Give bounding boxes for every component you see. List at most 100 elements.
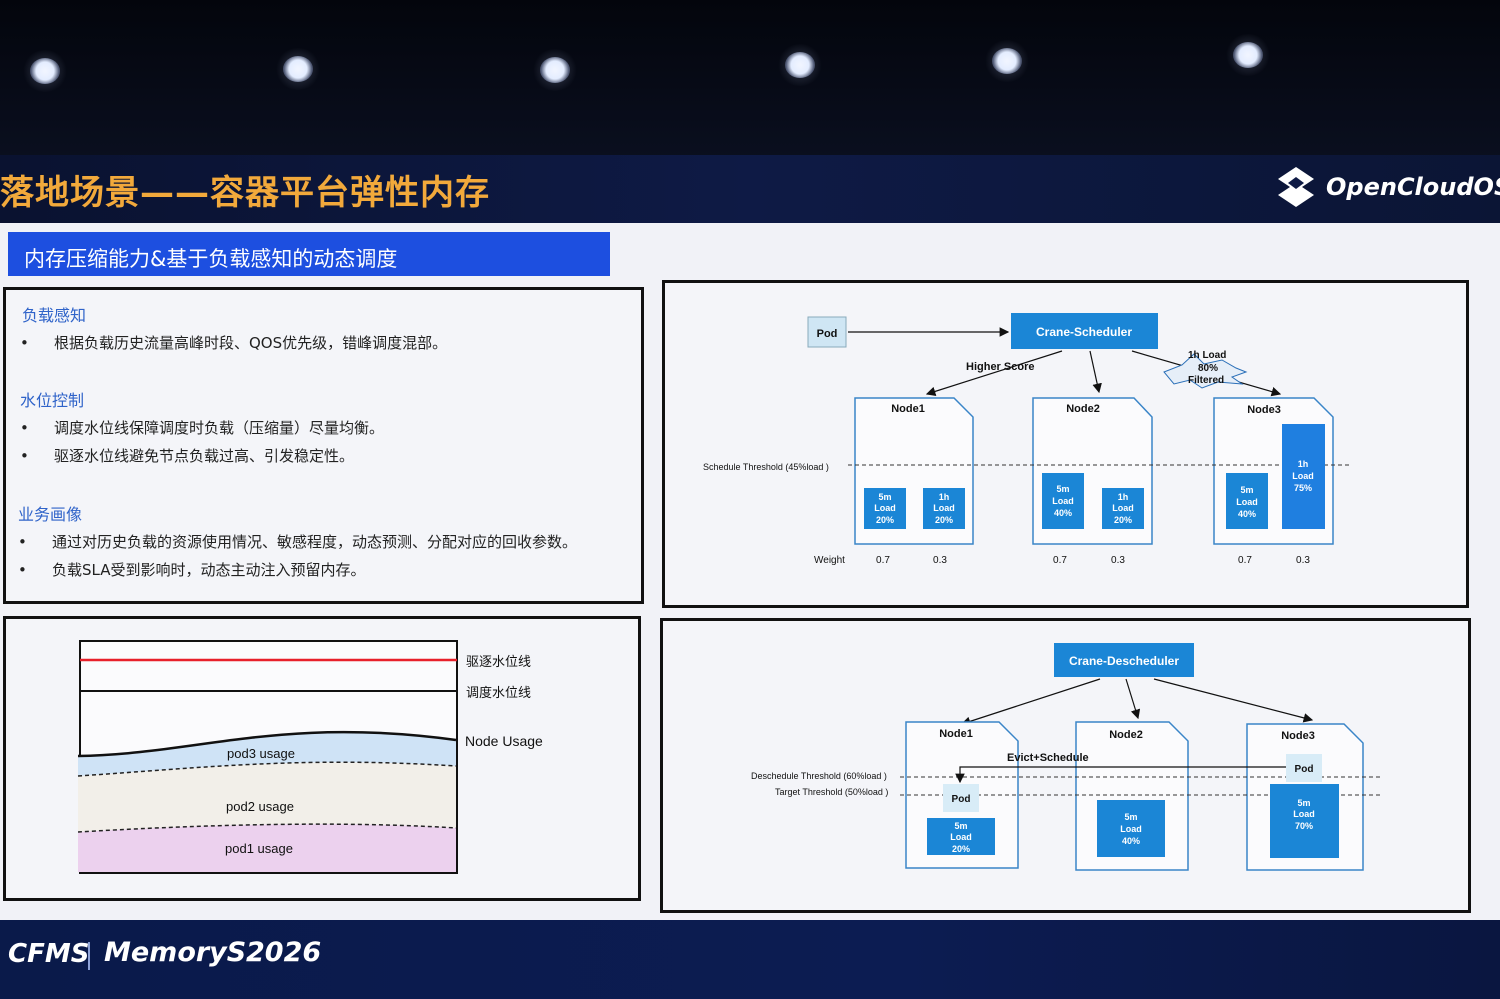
evict-line-label: 驱逐水位线 xyxy=(466,654,531,669)
d-node2-name: Node2 xyxy=(1109,729,1143,741)
node2-5m-load-box xyxy=(1042,473,1084,529)
opencloudos-logo: OpenCloudOS xyxy=(1276,165,1500,209)
spotlight xyxy=(984,40,1030,82)
schedule-threshold-label: Schedule Threshold (45%load ) xyxy=(703,462,829,472)
d-node1-l1: 5m xyxy=(954,821,967,831)
node1-1h-load-box xyxy=(923,488,965,529)
pod-label: Pod xyxy=(817,328,838,340)
spotlight xyxy=(275,48,321,90)
section-heading: 负载感知 xyxy=(22,306,87,325)
node3-5m-load-box xyxy=(1226,473,1268,529)
filter-note-line1: 1h Load xyxy=(1188,350,1226,361)
node1-b2-l1: 1h xyxy=(939,492,950,502)
node1-b1-l2: Load xyxy=(874,503,896,513)
d-node2-load-box xyxy=(1097,800,1165,857)
pod2-label: pod2 usage xyxy=(226,799,294,814)
d-node1-l3: 20% xyxy=(952,844,970,854)
d-node3-l1: 5m xyxy=(1297,798,1310,808)
pod1-boundary xyxy=(77,823,457,833)
logo-text: OpenCloudOS xyxy=(1326,173,1500,201)
node3-b2-l2: Load xyxy=(1292,471,1314,481)
pod2-band xyxy=(78,762,456,832)
node1-b2-l3: 20% xyxy=(935,515,953,525)
node1-b1-l3: 20% xyxy=(876,515,894,525)
d-node1-l2: Load xyxy=(950,832,972,842)
higher-score-label: Higher Score xyxy=(966,361,1034,373)
node-usage-line xyxy=(77,730,457,758)
schedule-line-label: 调度水位线 xyxy=(466,685,531,700)
node2-name: Node2 xyxy=(1066,403,1100,415)
text-panel xyxy=(3,287,644,604)
d-node1-pod-box xyxy=(943,784,979,812)
node1-weight-2: 0.3 xyxy=(933,555,947,566)
d-node2-l2: Load xyxy=(1120,824,1142,834)
arrow-node2 xyxy=(1089,350,1102,394)
section-heading: 水位控制 xyxy=(20,391,85,410)
d-node2-l1: 5m xyxy=(1124,812,1137,822)
d-node3-load-box xyxy=(1270,784,1339,858)
pod3-label: pod3 usage xyxy=(227,746,295,761)
spotlight xyxy=(777,44,823,86)
arrow-to-node3 xyxy=(1153,678,1314,723)
pod3-band xyxy=(78,732,456,776)
node-usage-label: Node Usage xyxy=(465,733,543,749)
node2-b1-l2: Load xyxy=(1052,496,1074,506)
d-node1-load-box xyxy=(927,818,995,855)
node2-weight-2: 0.3 xyxy=(1111,555,1125,566)
pod1-band xyxy=(78,824,456,872)
evict-arrow xyxy=(955,766,1290,784)
memorys-logo: MemoryS xyxy=(104,937,247,968)
crane-scheduler-label: Crane-Scheduler xyxy=(1036,325,1132,339)
crane-descheduler-box xyxy=(1054,643,1194,677)
node1-name: Node1 xyxy=(891,403,925,415)
slide-subtitle: 内存压缩能力&基于负载感知的动态调度 xyxy=(24,247,398,271)
node3-b1-l3: 40% xyxy=(1238,509,1256,519)
node1-b2-l2: Load xyxy=(933,503,955,513)
d-node3-l3: 70% xyxy=(1295,821,1313,831)
bullet-item: •调度水位线保障调度时负载（压缩量）尽量均衡。 xyxy=(20,419,385,437)
node2-b2-l3: 20% xyxy=(1114,515,1132,525)
node1-5m-load-box xyxy=(864,488,906,529)
node2-b1-l1: 5m xyxy=(1056,484,1069,494)
d-node1-name: Node1 xyxy=(939,728,973,740)
filter-note-line3: Filtered xyxy=(1188,375,1224,386)
node3-name: Node3 xyxy=(1247,404,1281,416)
opencloudos-logo-icon xyxy=(1278,167,1314,207)
d-node1-pod-label: Pod xyxy=(952,794,971,805)
crane-descheduler-label: Crane-Descheduler xyxy=(1069,654,1179,668)
node2-b1-l3: 40% xyxy=(1054,508,1072,518)
pod2-boundary xyxy=(77,761,457,777)
scheduler-diagram: Pod Crane-Scheduler Higher Score 1h Load… xyxy=(703,313,1352,566)
node2-1h-load-box xyxy=(1102,488,1144,529)
deschedule-threshold-label: Deschedule Threshold (60%load ) xyxy=(751,771,887,781)
node3-b1-l1: 5m xyxy=(1240,485,1253,495)
bullet-item: •负载SLA受到影响时，动态主动注入预留内存。 xyxy=(18,561,366,579)
node2-b2-l2: Load xyxy=(1112,503,1134,513)
node3-b2-l3: 75% xyxy=(1294,483,1312,493)
node3-weight-2: 0.3 xyxy=(1296,555,1310,566)
node1-b1-l1: 5m xyxy=(878,492,891,502)
node2-weight-1: 0.7 xyxy=(1053,555,1067,566)
spotlight xyxy=(22,50,68,92)
bullet-item: •根据负载历史流量高峰时段、QOS优先级，错峰调度混部。 xyxy=(20,334,448,352)
d-node3-pod-box xyxy=(1286,754,1322,782)
crane-scheduler-box xyxy=(1011,313,1158,349)
d-node3-pod-label: Pod xyxy=(1295,764,1314,775)
section-heading: 业务画像 xyxy=(18,505,83,524)
pod-box xyxy=(807,316,847,348)
arrow-to-node2 xyxy=(1125,678,1141,720)
arrow-to-node1 xyxy=(960,678,1101,726)
usage-diagram: 驱逐水位线 调度水位线 Node Usage pod3 usage pod2 u… xyxy=(77,640,543,874)
subtitle-bar xyxy=(8,232,610,276)
cfms-logo: CFMS xyxy=(8,939,90,969)
event-year: 2026 xyxy=(246,937,322,968)
title-bar xyxy=(0,155,1500,223)
node3-weight-1: 0.7 xyxy=(1238,555,1252,566)
footer-bar xyxy=(0,920,1500,999)
stage-ceiling xyxy=(0,0,1500,158)
bullet-item: •驱逐水位线避免节点负载过高、引发稳定性。 xyxy=(20,447,355,465)
footer-divider xyxy=(88,942,90,970)
weight-label: Weight xyxy=(814,555,845,566)
filter-note-line2: 80% xyxy=(1198,363,1218,374)
spotlight xyxy=(532,49,578,91)
